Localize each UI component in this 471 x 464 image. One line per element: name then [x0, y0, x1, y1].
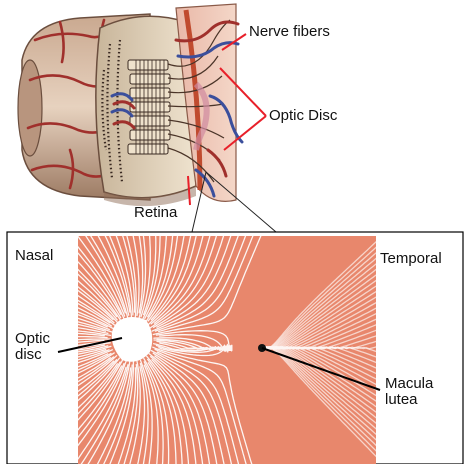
label-nasal: Nasal — [15, 248, 53, 264]
label-optic-disc: Optic Disc — [269, 108, 337, 124]
label-temporal: Temporal — [380, 251, 442, 267]
label-retina: Retina — [134, 205, 177, 221]
optic-nerve-illustration — [18, 4, 242, 206]
sheath-end — [18, 60, 42, 156]
label-optic-disc-fundus: Optic disc — [15, 331, 50, 363]
label-nerve-fibers: Nerve fibers — [249, 24, 330, 40]
label-macula-lutea: Macula lutea — [385, 376, 433, 408]
